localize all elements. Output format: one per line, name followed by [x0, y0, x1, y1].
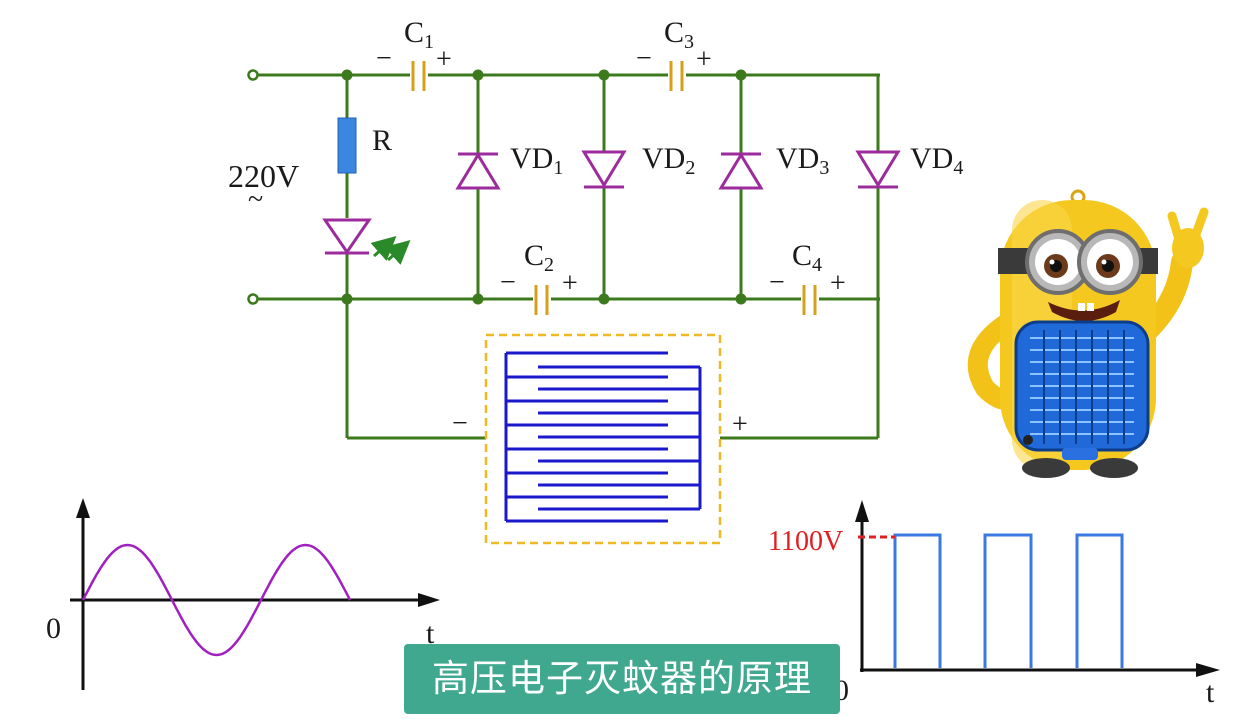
led [322, 218, 411, 265]
sine-graph: 0 t [46, 498, 440, 690]
diode-vd3 [718, 152, 764, 190]
video-caption: 高压电子灭蚊器的原理 [404, 644, 840, 714]
capacitor-c2 [534, 285, 549, 315]
junctions [341, 69, 747, 305]
wires [258, 73, 880, 440]
svg-text:+: + [830, 268, 846, 299]
pulse-wave [893, 533, 1124, 668]
svg-text:+: + [436, 44, 452, 75]
electrode-grid [504, 351, 702, 523]
pulse-level-label: 1100V [768, 526, 843, 557]
diode-vd1-label: VD1 [510, 142, 563, 179]
sine-origin-label: 0 [46, 612, 61, 645]
capacitor-c1 [411, 61, 426, 91]
capacitor-c3-label: C3 [664, 16, 694, 53]
input-terminal-bottom [247, 293, 259, 305]
svg-text:+: + [696, 44, 712, 75]
diode-vd2-label: VD2 [642, 142, 695, 179]
capacitor-c3 [669, 61, 684, 91]
ac-symbol: ~ [248, 184, 263, 215]
svg-text:−: − [636, 43, 652, 74]
grid-minus-sign: − [452, 408, 468, 439]
input-terminal-top [247, 69, 259, 81]
grid-box [484, 333, 722, 545]
capacitor-c2-label: C2 [524, 239, 554, 276]
diode-vd3-label: VD3 [776, 142, 829, 179]
sine-wave [81, 543, 352, 657]
grid-plus-sign: + [732, 409, 748, 440]
diode-vd2 [581, 150, 627, 189]
minion-mosquito-zapper-image [967, 189, 1209, 478]
capacitor-c1-label: C1 [404, 16, 434, 53]
diode-vd4-label: VD4 [910, 142, 963, 179]
pulse-axis-label: t [1206, 676, 1215, 709]
source-voltage-label: 220V [228, 158, 299, 194]
capacitor-polarity-signs: − + − + − + − + [376, 43, 846, 299]
svg-text:+: + [562, 268, 578, 299]
sine-axis-label: t [426, 617, 435, 650]
capacitor-c4 [802, 285, 817, 315]
diode-vd4 [855, 150, 901, 189]
svg-text:−: − [769, 267, 785, 298]
svg-text:−: − [376, 43, 392, 74]
diode-vd1 [455, 152, 501, 190]
svg-text:−: − [500, 267, 516, 298]
resistor-label: R [372, 124, 392, 157]
resistor-r [337, 117, 357, 174]
capacitor-c4-label: C4 [792, 239, 822, 276]
